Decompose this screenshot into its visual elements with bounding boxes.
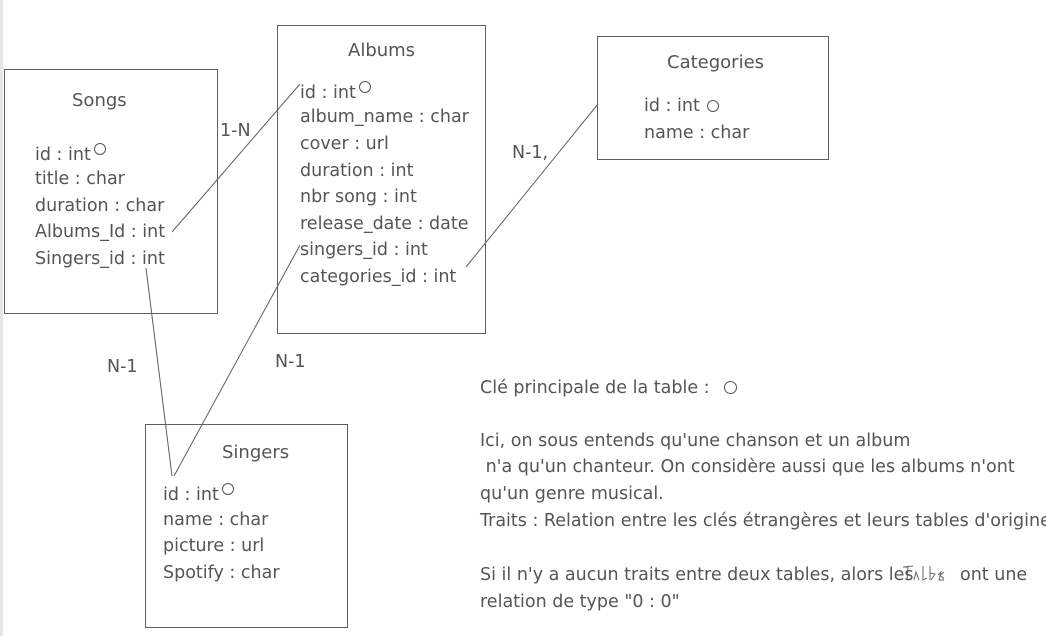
albums-field-duration: duration : int xyxy=(300,161,414,181)
note-line-1: Ici, on sous entends qu'une chanson et u… xyxy=(480,431,911,451)
albums-field-singers-id: singers_id : int xyxy=(300,240,428,260)
albums-field-album-name: album_name : char xyxy=(300,107,469,127)
note-line-2: n'a qu'un chanteur. On considère aussi q… xyxy=(480,457,1015,477)
singers-field-id: id : int xyxy=(163,483,234,505)
songs-field-id: id : int xyxy=(35,143,106,165)
line-songs-albums xyxy=(171,83,301,233)
categories-field-id: id : int xyxy=(644,96,719,116)
songs-field-title: title : char xyxy=(35,169,125,189)
songs-title: Songs xyxy=(72,90,127,111)
categories-title: Categories xyxy=(667,52,765,73)
songs-field-duration: duration : char xyxy=(35,196,165,216)
singers-table[interactable] xyxy=(145,424,348,628)
categories-field-id-label: id : int xyxy=(644,96,700,116)
primary-key-legend-icon xyxy=(723,381,737,394)
albums-title: Albums xyxy=(348,40,416,61)
songs-field-singers-id: Singers_id : int xyxy=(35,249,165,269)
line-songs-singers xyxy=(145,267,173,477)
albums-field-release-date: release_date : date xyxy=(300,214,469,234)
note-line-5b: ont une xyxy=(960,565,1028,585)
primary-key-icon xyxy=(706,100,719,112)
line-albums-categories xyxy=(465,103,599,268)
singers-field-spotify: Spotify : char xyxy=(163,563,280,583)
primary-key-icon xyxy=(93,143,106,155)
songs-field-albums-id: Albums_Id : int xyxy=(35,222,166,242)
relation-label-albums-categories: N-1, xyxy=(512,143,549,163)
handwritten-tables xyxy=(902,565,945,581)
singers-field-picture: picture : url xyxy=(163,536,265,556)
primary-key-icon xyxy=(358,81,371,93)
albums-table[interactable] xyxy=(277,25,486,334)
albums-field-id: id : int xyxy=(300,81,371,103)
relation-label-songs-singers: N-1 xyxy=(107,357,138,377)
albums-field-cover: cover : url xyxy=(300,134,389,154)
relation-label-songs-albums: 1-N xyxy=(220,121,251,141)
line-albums-singers xyxy=(173,244,301,477)
primary-key-icon xyxy=(221,483,234,495)
note-line-4: Traits : Relation entre les clés étrangè… xyxy=(480,511,1046,531)
categories-field-name: name : char xyxy=(644,123,750,143)
albums-field-categories-id: categories_id : int xyxy=(300,267,457,287)
albums-field-nbr-song: nbr song : int xyxy=(300,187,417,207)
legend-note: Clé principale de la table : xyxy=(480,378,737,398)
relation-label-albums-singers: N-1 xyxy=(275,352,306,372)
note-line-3: qu'un genre musical. xyxy=(480,484,664,504)
note-line-5a: Si il n'y a aucun traits entre deux tabl… xyxy=(480,565,914,585)
note-line-6: relation de type "0 : 0" xyxy=(480,592,680,612)
singers-field-id-label: id : int xyxy=(163,485,219,505)
singers-field-name: name : char xyxy=(163,510,269,530)
songs-field-id-label: id : int xyxy=(35,145,91,165)
albums-field-id-label: id : int xyxy=(300,83,356,103)
canvas-edge xyxy=(0,0,3,636)
categories-table[interactable] xyxy=(597,36,829,160)
songs-table[interactable] xyxy=(4,69,218,314)
singers-title: Singers xyxy=(222,442,290,463)
legend-text: Clé principale de la table : xyxy=(480,378,710,398)
